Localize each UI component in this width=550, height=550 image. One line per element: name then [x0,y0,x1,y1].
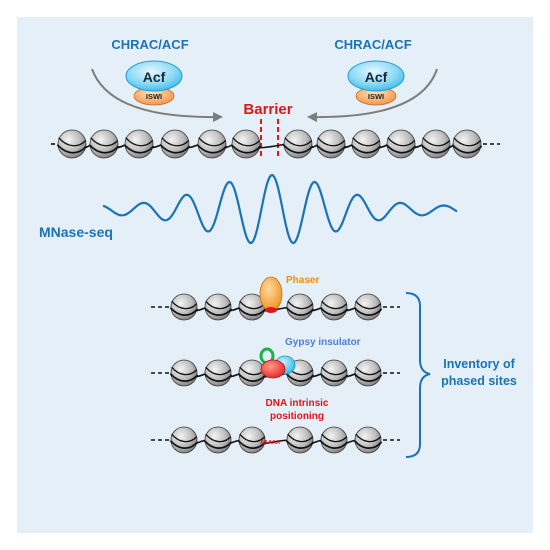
gypsy-label: Gypsy insulator [285,337,361,348]
dna-label-line2: positioning [270,411,324,422]
mnase-label: MNase-seq [39,224,113,240]
left-sliding-arrow [91,68,223,123]
right-iswi-label: ISWI [368,92,384,101]
nucleosome [56,129,88,159]
nucleosome [230,129,262,159]
nucleosome [196,129,228,159]
nucleosome [285,293,315,321]
nucleosome [315,129,347,159]
nucleosome [350,129,382,159]
nucleosome [203,293,233,321]
nucleosome [319,359,349,387]
dna-positioning-nucleosome-array [151,426,400,454]
nucleosome [319,293,349,321]
nucleosome [353,293,383,321]
nucleosome [123,129,155,159]
nucleosome [285,426,315,454]
gypsy-red-subunit [260,359,286,379]
nucleosome [282,129,314,159]
left-remodeler: CHRAC/ACF ISWI Acf [91,37,223,123]
nucleosome [169,293,199,321]
nucleosome [353,426,383,454]
phaser-label: Phaser [286,275,319,286]
nucleosome [169,359,199,387]
main-nucleosome-array [51,129,500,159]
left-iswi-label: ISWI [146,92,162,101]
right-sliding-arrow [307,68,438,123]
barrier-label: Barrier [243,101,292,118]
right-complex-label: CHRAC/ACF [334,37,411,52]
inventory-label-line1: Inventory of [443,357,515,371]
right-acf-subunit [347,60,405,92]
right-acf-label: Acf [365,69,388,85]
nucleosome [159,129,191,159]
nucleosome [203,426,233,454]
nucleosome [169,426,199,454]
left-complex-label: CHRAC/ACF [111,37,188,52]
phaser-protein [259,276,283,312]
left-acf-label: Acf [143,69,166,85]
mnase-seq-profile [102,173,458,245]
left-acf-subunit [125,60,183,92]
nucleosome [237,426,267,454]
nucleosome [88,129,120,159]
nucleosome [203,359,233,387]
right-remodeler: CHRAC/ACF ISWI Acf [307,37,438,123]
panel-background [17,17,533,533]
nucleosome [420,129,452,159]
phaser-nucleosome-array [151,293,400,321]
inventory-label-line2: phased sites [441,374,517,388]
nucleosome [451,129,483,159]
nucleosome [385,129,417,159]
nucleosome [319,426,349,454]
nucleosome [353,359,383,387]
nucleosome [237,293,267,321]
nucleosome [237,359,267,387]
polya-sequence-label: AAAAA [260,440,280,446]
dna-label-line1: DNA intrinsic [266,398,329,409]
phaser-binding-site [265,307,277,313]
inventory-brace [405,292,431,458]
